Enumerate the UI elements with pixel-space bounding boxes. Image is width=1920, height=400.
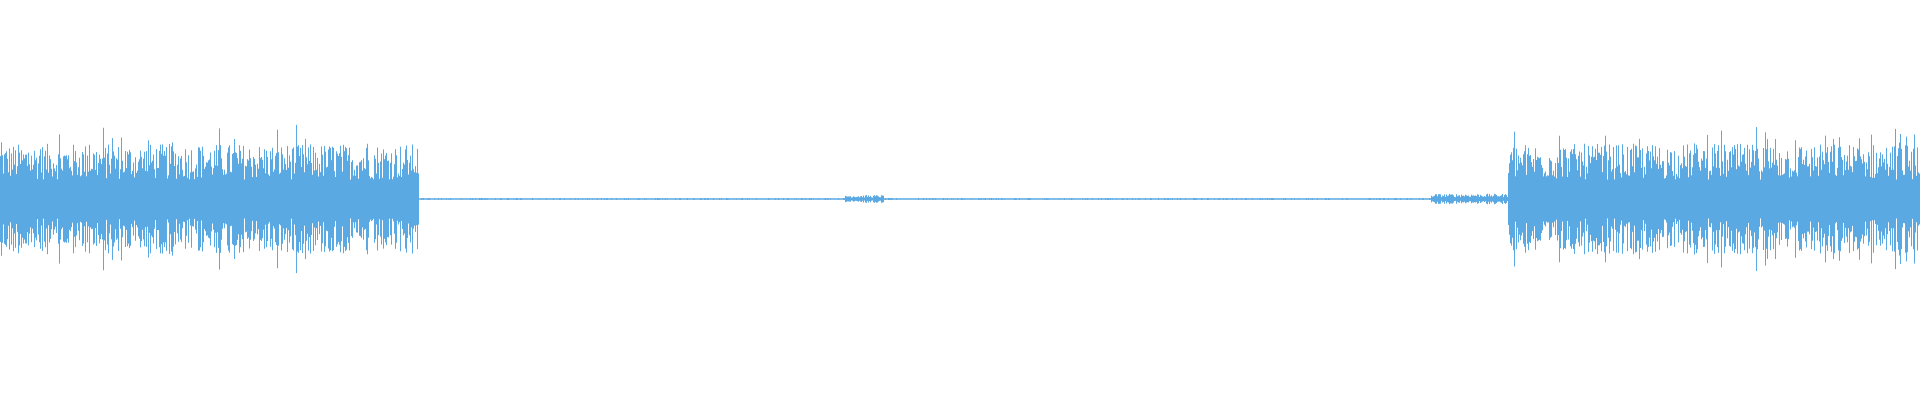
waveform-amplitude: [0, 124, 1920, 274]
waveform-bars: [0, 124, 1920, 274]
